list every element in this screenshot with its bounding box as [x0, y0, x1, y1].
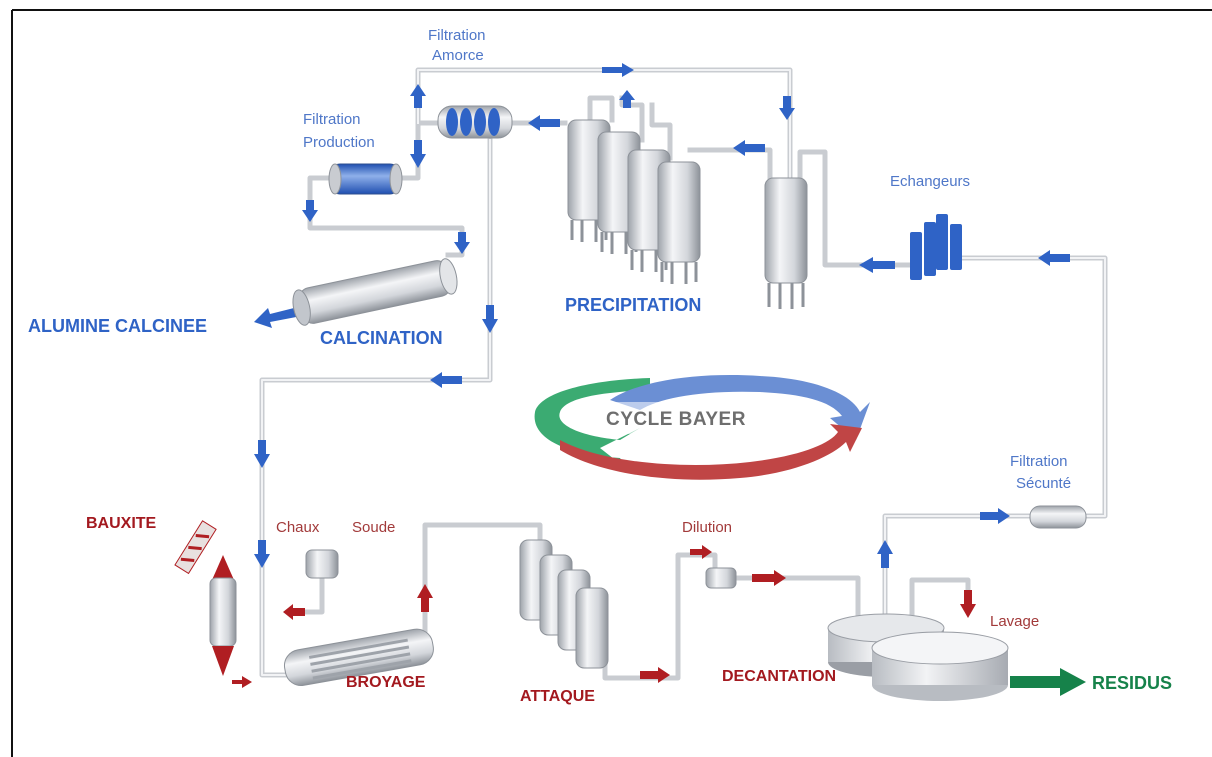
dilution-label: Dilution: [682, 519, 732, 536]
precipitator-tank: [657, 161, 701, 284]
decantation-settlers: [827, 613, 1009, 701]
chaux-label: Chaux: [276, 519, 320, 536]
echangeurs-label: Echangeurs: [890, 173, 970, 190]
heat-exchangers: [910, 214, 962, 280]
arrow-down: [482, 305, 498, 333]
filtration-production-label-1: Filtration: [303, 111, 361, 128]
arrow-right: [690, 545, 712, 559]
arrow-down: [302, 200, 318, 222]
precipitation-tanks: [567, 119, 808, 309]
arrow-up: [877, 540, 893, 568]
filtration-production-filter: [328, 163, 403, 195]
cycle-arrow-blue: [610, 375, 870, 440]
filtration-securite-filter: [1029, 505, 1087, 529]
labels: Filtration Amorce Filtration Production …: [28, 27, 1172, 705]
pipe-network: [259, 67, 1108, 681]
arrow-up: [619, 90, 635, 108]
arrow-left: [859, 257, 895, 273]
broyage-mill: [283, 628, 434, 687]
arrow-right: [602, 63, 634, 77]
bauxite-conveyor: [174, 520, 217, 575]
arrow-down: [254, 440, 270, 468]
arrow-down: [410, 140, 426, 168]
arrow-left: [528, 115, 560, 131]
filtration-amorce-label-1: Filtration: [428, 27, 486, 44]
bauxite-hopper: [209, 555, 237, 676]
arrow-down: [779, 96, 795, 120]
residus-arrow: [1010, 668, 1086, 696]
filtration-amorce-label-2: Amorce: [432, 47, 484, 64]
calcination-kiln: [292, 258, 458, 326]
arrow-right: [980, 508, 1010, 524]
alumine-calcinee-label: ALUMINE CALCINEE: [28, 316, 207, 336]
precipitator-tank-large: [764, 177, 808, 309]
cycle-bayer-label: CYCLE BAYER: [606, 409, 746, 430]
blue-flow-arrows: [254, 63, 1070, 568]
decantation-label: DECANTATION: [722, 668, 836, 685]
dilution-tank: [705, 567, 737, 589]
arrow-down: [454, 232, 470, 254]
arrow-right: [232, 676, 252, 688]
attaque-label: ATTAQUE: [520, 688, 595, 705]
arrow-left: [733, 140, 765, 156]
attaque-digesters: [519, 539, 609, 669]
filtration-amorce-filter: [437, 105, 513, 139]
soude-label: Soude: [352, 519, 395, 536]
filtration-securite-label-1: Filtration: [1010, 453, 1068, 470]
arrow-left: [1038, 250, 1070, 266]
filtration-production-label-2: Production: [303, 134, 375, 151]
arrow-up: [417, 584, 433, 612]
calcination-label: CALCINATION: [320, 328, 443, 348]
filtration-securite-label-2: Sécunté: [1016, 475, 1071, 492]
cycle-bayer-symbol: [534, 375, 870, 480]
frame: [11, 9, 1212, 757]
arrow-right: [640, 667, 670, 683]
residus-label: RESIDUS: [1092, 673, 1172, 693]
arrow-left: [430, 372, 462, 388]
arrow-down: [960, 590, 976, 618]
lavage-label: Lavage: [990, 613, 1039, 630]
red-flow-arrows: [232, 545, 976, 688]
arrow-left: [283, 604, 305, 620]
precipitation-label: PRECIPITATION: [565, 295, 701, 315]
chaux-tank: [305, 549, 339, 579]
cycle-arrow-red: [560, 424, 862, 480]
bauxite-label: BAUXITE: [86, 515, 157, 532]
arrow-down: [254, 540, 270, 568]
arrow-right: [752, 570, 786, 586]
arrow-up: [410, 84, 426, 108]
broyage-label: BROYAGE: [346, 674, 426, 691]
bauxite-feed: [174, 520, 237, 676]
